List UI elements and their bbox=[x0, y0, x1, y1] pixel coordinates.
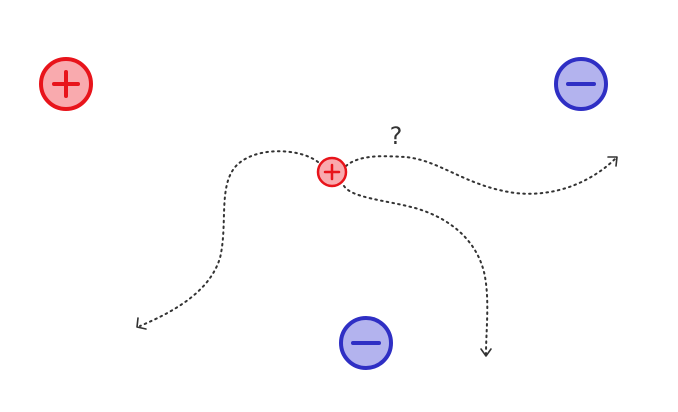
trajectory-down-path bbox=[343, 185, 489, 355]
negative-charge-top-right bbox=[554, 57, 608, 111]
negative-charge-bottom bbox=[339, 316, 393, 370]
plus-icon bbox=[52, 70, 80, 98]
trajectory-down bbox=[343, 185, 492, 357]
trajectory-right-arrowhead bbox=[607, 156, 618, 167]
trajectory-right bbox=[345, 155, 618, 195]
plus-icon bbox=[323, 163, 341, 181]
test-charge bbox=[316, 156, 348, 188]
trajectory-left-arrowhead bbox=[136, 317, 147, 330]
trajectory-right-path bbox=[345, 155, 617, 195]
trajectory-left-path bbox=[139, 150, 319, 327]
trajectory-down-arrowhead bbox=[480, 348, 492, 357]
question-mark-label: ? bbox=[390, 122, 403, 150]
trajectory-left bbox=[136, 150, 319, 330]
positive-charge-large bbox=[39, 57, 93, 111]
